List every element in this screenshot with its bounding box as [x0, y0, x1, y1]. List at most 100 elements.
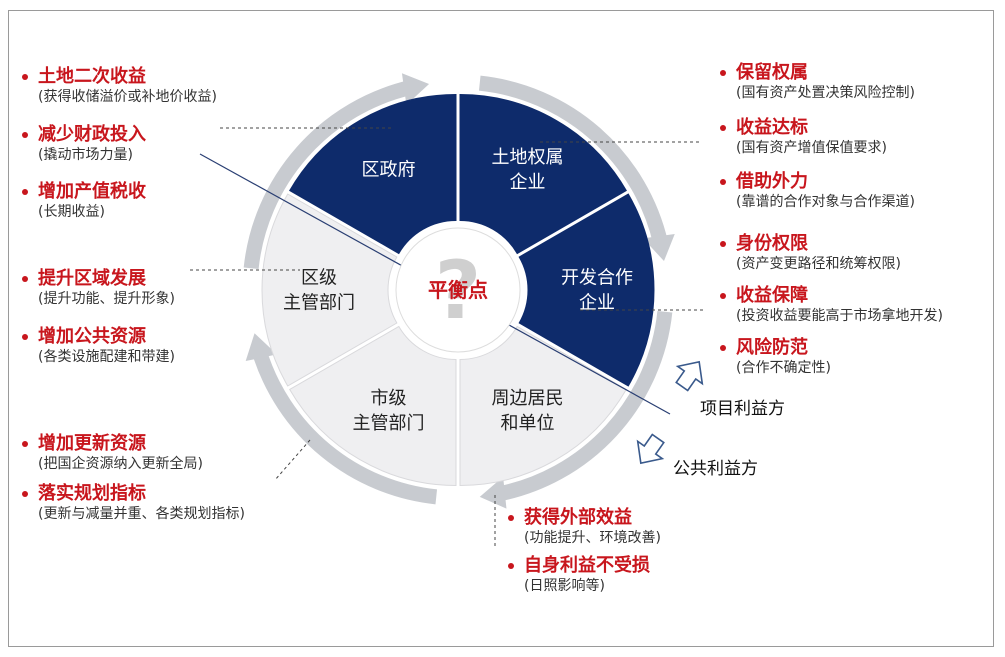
- note-title: 土地二次收益: [38, 66, 146, 87]
- note-title: 增加产值税收: [38, 181, 146, 202]
- segment-label: 主管部门: [353, 413, 425, 434]
- project-stakeholders-label: 项目利益方: [700, 399, 785, 419]
- note-detail: (各类设施配建和带建): [38, 349, 175, 365]
- note-detail: (投资收益要能高于市场拿地开发): [736, 308, 943, 324]
- cycle-arc: [478, 75, 668, 245]
- cycle-arrow-icon: [245, 333, 277, 362]
- left-note: 土地二次收益 (获得收储溢价或补地价收益): [22, 66, 217, 106]
- note-detail: (资产变更路径和统筹权限): [736, 256, 901, 272]
- note-title: 增加公共资源: [38, 326, 146, 347]
- cycle-arrow-icon: [479, 476, 507, 509]
- question-mark-icon: ?: [435, 244, 481, 337]
- bullet-dot-icon: [22, 276, 28, 282]
- note-detail: (国有资产处置决策风险控制): [736, 85, 915, 101]
- center-circle: [395, 227, 521, 353]
- right-note: 收益保障 (投资收益要能高于市场拿地开发): [720, 285, 943, 325]
- note-title: 收益达标: [736, 117, 808, 138]
- left-note: 增加产值税收 (长期收益): [22, 181, 146, 221]
- note-detail: (更新与减量并重、各类规划指标): [38, 506, 245, 522]
- public-stakeholders-label: 公共利益方: [673, 459, 758, 479]
- note-detail: (把国企资源纳入更新全局): [38, 456, 203, 472]
- segment-shape: [289, 94, 457, 255]
- bullet-dot-icon: [22, 132, 28, 138]
- segment-label: 区级: [301, 268, 337, 289]
- dashed-leader-line: [274, 439, 311, 481]
- wheel-segment: 区政府: [289, 94, 457, 255]
- note-title: 减少财政投入: [38, 124, 146, 145]
- note-title: 风险防范: [736, 337, 808, 358]
- bullet-dot-icon: [508, 515, 514, 521]
- center-label: 平衡点: [428, 278, 488, 302]
- segment-label: 企业: [579, 293, 615, 314]
- segment-label: 开发合作: [561, 268, 633, 289]
- note-title: 保留权属: [736, 62, 808, 83]
- bullet-dot-icon: [720, 125, 726, 131]
- segment-label: 市级: [371, 388, 407, 409]
- bullet-dot-icon: [22, 74, 28, 80]
- cycle-arrow-icon: [643, 233, 675, 262]
- up-right-arrow-icon: [675, 360, 704, 392]
- segment-shape: [459, 94, 627, 255]
- note-title: 获得外部效益: [524, 507, 632, 528]
- note-title: 收益保障: [736, 285, 808, 306]
- note-title: 落实规划指标: [38, 483, 146, 504]
- segment-label: 主管部门: [283, 293, 355, 314]
- right-note: 借助外力 (靠谱的合作对象与合作渠道): [720, 171, 915, 211]
- segment-shape: [261, 193, 398, 387]
- cycle-arc: [243, 80, 413, 270]
- bullet-dot-icon: [22, 491, 28, 497]
- left-note: 增加更新资源 (把国企资源纳入更新全局): [22, 433, 203, 473]
- cycle-arrow-icon: [401, 73, 430, 105]
- bullet-dot-icon: [508, 563, 514, 569]
- bottom-note: 自身利益不受损 (日照影响等): [508, 555, 650, 595]
- right-note: 收益达标 (国有资产增值保值要求): [720, 117, 887, 157]
- arrow-shape: [636, 433, 665, 465]
- cycle-arc: [251, 348, 438, 505]
- bullet-dot-icon: [22, 334, 28, 340]
- bullet-dot-icon: [720, 345, 726, 351]
- note-detail: (获得收储溢价或补地价收益): [38, 89, 217, 105]
- segment-label: 区政府: [362, 160, 416, 181]
- segment-label: 周边居民: [492, 388, 564, 409]
- note-title: 借助外力: [736, 171, 808, 192]
- cycle-arc: [496, 310, 673, 502]
- note-detail: (日照影响等): [524, 578, 605, 594]
- bullet-dot-icon: [720, 179, 726, 185]
- note-title: 增加更新资源: [38, 433, 146, 454]
- note-detail: (长期收益): [38, 204, 105, 220]
- bullet-dot-icon: [720, 241, 726, 247]
- left-note: 减少财政投入 (撬动市场力量): [22, 124, 146, 164]
- segment-label: 土地权属: [492, 147, 564, 168]
- segment-label: 和单位: [501, 413, 555, 434]
- note-detail: (合作不确定性): [736, 360, 831, 376]
- bottom-note: 获得外部效益 (功能提升、环境改善): [508, 507, 661, 547]
- segment-shape: [289, 325, 457, 486]
- down-left-arrow-icon: [636, 433, 665, 465]
- left-note: 增加公共资源 (各类设施配建和带建): [22, 326, 175, 366]
- bullet-dot-icon: [22, 441, 28, 447]
- arrow-shape: [675, 360, 704, 392]
- note-detail: (撬动市场力量): [38, 147, 133, 163]
- note-detail: (国有资产增值保值要求): [736, 140, 887, 156]
- note-title: 自身利益不受损: [524, 555, 650, 576]
- right-note: 保留权属 (国有资产处置决策风险控制): [720, 62, 915, 102]
- note-detail: (靠谱的合作对象与合作渠道): [736, 194, 915, 210]
- left-note: 落实规划指标 (更新与减量并重、各类规划指标): [22, 483, 245, 523]
- right-note: 身份权限 (资产变更路径和统筹权限): [720, 233, 901, 273]
- segment-shape: [518, 193, 655, 387]
- diagram-frame: [8, 10, 994, 647]
- bullet-dot-icon: [720, 70, 726, 76]
- note-title: 提升区域发展: [38, 268, 146, 289]
- right-note: 风险防范 (合作不确定性): [720, 337, 831, 377]
- note-title: 身份权限: [736, 233, 808, 254]
- segment-label: 企业: [510, 172, 546, 193]
- bullet-dot-icon: [22, 189, 28, 195]
- note-detail: (提升功能、提升形象): [38, 291, 175, 307]
- bullet-dot-icon: [720, 293, 726, 299]
